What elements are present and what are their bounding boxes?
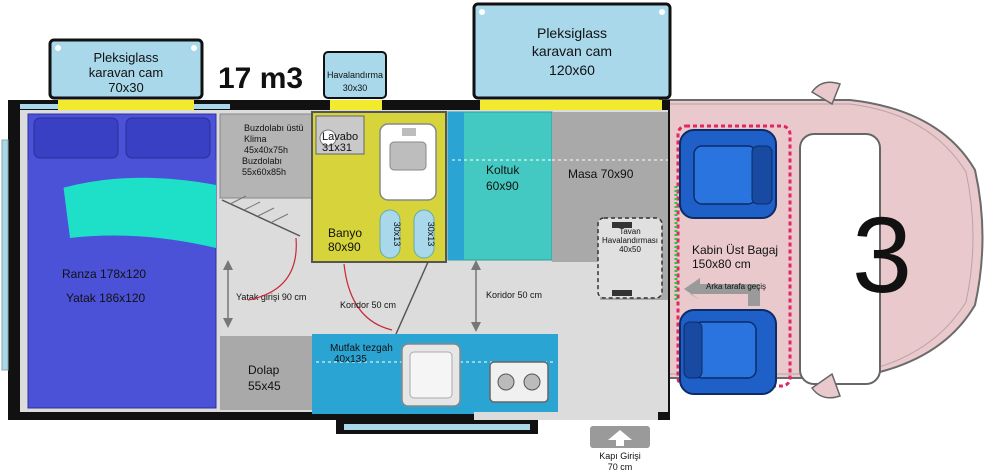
cab-line1: Kabin Üst Bagaj	[692, 243, 778, 257]
cab-storage-outline	[676, 124, 792, 388]
roof-vent-outline	[597, 217, 663, 299]
corridor-left-label: Koridor 50 cm	[340, 300, 396, 310]
door-name: Kapı Girişi	[599, 451, 641, 461]
bathroom-name: Banyo	[328, 226, 362, 240]
door-entry[interactable]: Kapı Girişi 70 cm	[590, 426, 650, 472]
window-right-size: 120x60	[549, 62, 595, 78]
bed-line1: Ranza 178x120	[62, 267, 146, 281]
stove-icon	[489, 361, 549, 403]
fridge-size: 55x60x85h	[242, 167, 286, 177]
volume-label: 17 m3	[218, 62, 303, 95]
roof-vent-line1: Tavan	[619, 227, 640, 236]
seat-size: 60x90	[486, 179, 519, 193]
window-right: Pleksiglass karavan cam 120x60	[472, 2, 672, 100]
corridor-left-dimension: Koridor 50 cm	[340, 261, 429, 335]
bathroom: Lavabo 31x31 30x13 30x13 Banyo 80x90	[311, 111, 447, 263]
entry-dimension: Yatak girişi 90 cm	[223, 237, 306, 328]
sink-name: Lavabo	[322, 131, 358, 143]
table-label: Masa 70x90	[568, 167, 634, 181]
vent-top-size: 30x30	[343, 83, 368, 93]
roof-vent-size: 40x50	[619, 245, 641, 254]
sink-size: 31x31	[322, 142, 352, 154]
seat-name: Koltuk	[486, 163, 520, 177]
window-left-type: karavan cam	[89, 65, 163, 80]
driver-seat-icon	[679, 129, 777, 219]
fridge: Buzdolabı üstü Klima 45x40x75h Buzdolabı…	[219, 113, 313, 237]
cab-line2: 150x80 cm	[692, 257, 751, 271]
corridor-right-label: Koridor 50 cm	[486, 290, 542, 300]
cab-area	[659, 81, 984, 399]
vent-strip	[330, 100, 382, 110]
bed-corner	[60, 160, 216, 248]
corridor-right-dimension: Koridor 50 cm	[471, 260, 542, 332]
window-left-strip	[58, 100, 194, 110]
fridge-top-size: 45x40x75h	[244, 145, 288, 155]
windshield	[799, 133, 881, 385]
wardrobe-size: 55x45	[248, 379, 281, 393]
mirror-top-icon	[810, 81, 841, 106]
vent-top-name: Havalandırma	[327, 70, 383, 80]
wardrobe-name: Dolap	[248, 363, 280, 377]
fridge-top-type: Klima	[244, 134, 267, 144]
roof-vent-top: Havalandırma 30x30	[323, 51, 387, 99]
window-left-name: Pleksiglass	[93, 50, 159, 65]
cab-passage: Arka tarafa geçiş	[706, 282, 766, 291]
kitchen-size: 40x135	[334, 354, 367, 365]
window-right-type: karavan cam	[532, 43, 612, 59]
seat: Koltuk 60x90	[447, 111, 553, 261]
table: Masa 70x90 Tavan Havalandırması 40x50	[552, 112, 668, 300]
wardrobe: Dolap 55x45	[220, 336, 312, 410]
passage-arrow-icon	[684, 278, 760, 306]
tray-left-label: 30x13	[392, 222, 402, 247]
kitchen: Mutfak tezgah 40x135	[312, 334, 558, 414]
tray-right	[413, 209, 435, 259]
pillow-left	[33, 117, 119, 159]
mirror-bottom-icon	[810, 372, 841, 399]
entry-width-label: Yatak girişi 90 cm	[236, 292, 306, 302]
sink-basin-icon	[319, 129, 337, 147]
pillow-right	[125, 117, 211, 159]
kitchen-name: Mutfak tezgah	[330, 343, 393, 354]
bathroom-size: 80x90	[328, 240, 361, 254]
door-size: 70 cm	[608, 462, 633, 472]
passenger-seat-icon	[679, 309, 777, 395]
window-right-name: Pleksiglass	[537, 25, 607, 41]
bed: Ranza 178x120 Yatak 186x120	[27, 113, 217, 409]
door-arrow-icon	[608, 430, 632, 446]
tray-right-label: 30x13	[426, 222, 436, 247]
cab-number: 3	[852, 194, 912, 315]
fridge-top-name: Buzdolabı üstü	[244, 123, 304, 133]
roof-vent-line2: Havalandırması	[602, 236, 658, 245]
window-right-strip	[480, 100, 662, 110]
window-left-size: 70x30	[108, 80, 143, 95]
bed-line2: Yatak 186x120	[66, 291, 145, 305]
window-left: Pleksiglass karavan cam 70x30	[48, 38, 204, 100]
tray-left	[379, 209, 401, 259]
fridge-name: Buzdolabı	[242, 156, 282, 166]
